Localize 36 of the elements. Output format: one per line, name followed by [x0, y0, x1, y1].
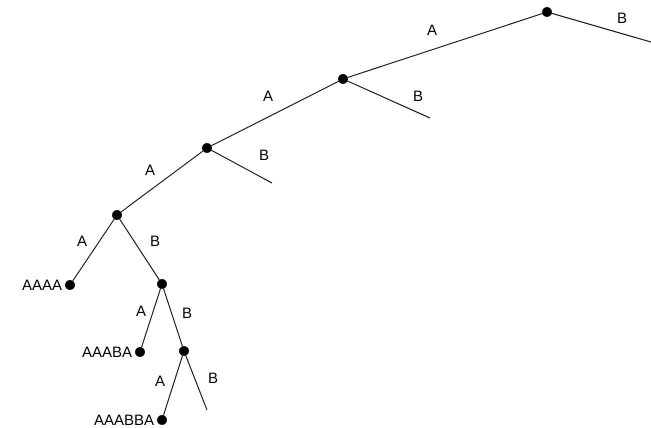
- tree-node-dot: [135, 347, 145, 357]
- edge-label: B: [413, 88, 424, 105]
- edge-label: A: [145, 162, 156, 179]
- edge-label: A: [427, 22, 438, 39]
- edge-label: A: [263, 88, 274, 105]
- edge-label: B: [150, 233, 160, 250]
- leaf-label: AAABBA: [94, 412, 154, 428]
- edge-label: B: [259, 147, 270, 164]
- tree-branch: [163, 355, 183, 416]
- tree-branch: [210, 80, 340, 146]
- edge-label: A: [136, 303, 146, 320]
- tree-branch: [210, 150, 272, 184]
- tree-branch: [72, 218, 115, 282]
- tree-node-dot: [179, 346, 189, 356]
- tree-branch: [141, 288, 161, 348]
- tree-branch: [347, 80, 430, 118]
- edge-label: B: [617, 10, 628, 27]
- tree-node-dot: [112, 210, 122, 220]
- tree-branch: [551, 12, 651, 42]
- tree-node-dot: [542, 7, 552, 17]
- edge-label: A: [77, 233, 88, 250]
- tree-branch: [185, 355, 208, 410]
- tree-node-dot: [157, 415, 167, 425]
- tree-node-dot: [65, 280, 75, 290]
- tree-node-dot: [202, 143, 212, 153]
- tree-branch: [120, 150, 204, 213]
- tree-branch: [347, 13, 543, 78]
- tree-branch: [119, 218, 160, 280]
- edge-label: A: [155, 373, 166, 390]
- leaf-label: AAABA: [82, 344, 132, 361]
- tree-node-dot: [338, 74, 348, 84]
- leaf-label: AAAA: [22, 277, 62, 294]
- edge-label: B: [182, 305, 192, 322]
- edge-label: B: [208, 370, 218, 387]
- tree-node-dot: [157, 279, 167, 289]
- tree-branch: [163, 288, 183, 347]
